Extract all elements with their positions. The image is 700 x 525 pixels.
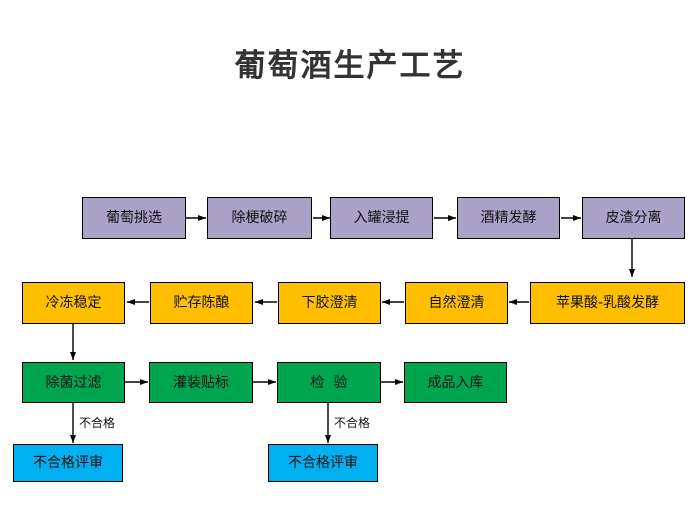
node-nonconformity-review-inspection[interactable]: 不合格评审 <box>268 444 378 482</box>
node-storage-aging[interactable]: 贮存陈酿 <box>150 282 253 324</box>
node-pomace-separation[interactable]: 皮渣分离 <box>582 197 685 239</box>
edge-label-reject-filter: 不合格 <box>79 416 116 430</box>
node-fining-clarification[interactable]: 下胶澄清 <box>278 282 381 324</box>
node-finished-goods-warehousing[interactable]: 成品入库 <box>404 362 507 403</box>
node-inspection[interactable]: 检 验 <box>277 362 381 403</box>
node-tank-maceration[interactable]: 入罐浸提 <box>330 197 433 239</box>
node-bottling-labeling[interactable]: 灌装贴标 <box>149 362 253 403</box>
node-malolactic-fermentation[interactable]: 苹果酸-乳酸发酵 <box>530 282 685 324</box>
node-destemming-crushing[interactable]: 除梗破碎 <box>207 197 312 239</box>
edge-label-reject-inspection: 不合格 <box>334 416 371 430</box>
node-natural-clarification[interactable]: 自然澄清 <box>405 282 508 324</box>
node-grape-selection[interactable]: 葡萄挑选 <box>82 197 186 239</box>
page-title: 葡萄酒生产工艺 <box>234 48 466 84</box>
node-nonconformity-review-filter[interactable]: 不合格评审 <box>13 444 123 482</box>
node-sterile-filtration[interactable]: 除菌过滤 <box>22 362 125 403</box>
node-cold-stabilization[interactable]: 冷冻稳定 <box>22 282 125 324</box>
node-alcoholic-fermentation[interactable]: 酒精发酵 <box>457 197 560 239</box>
